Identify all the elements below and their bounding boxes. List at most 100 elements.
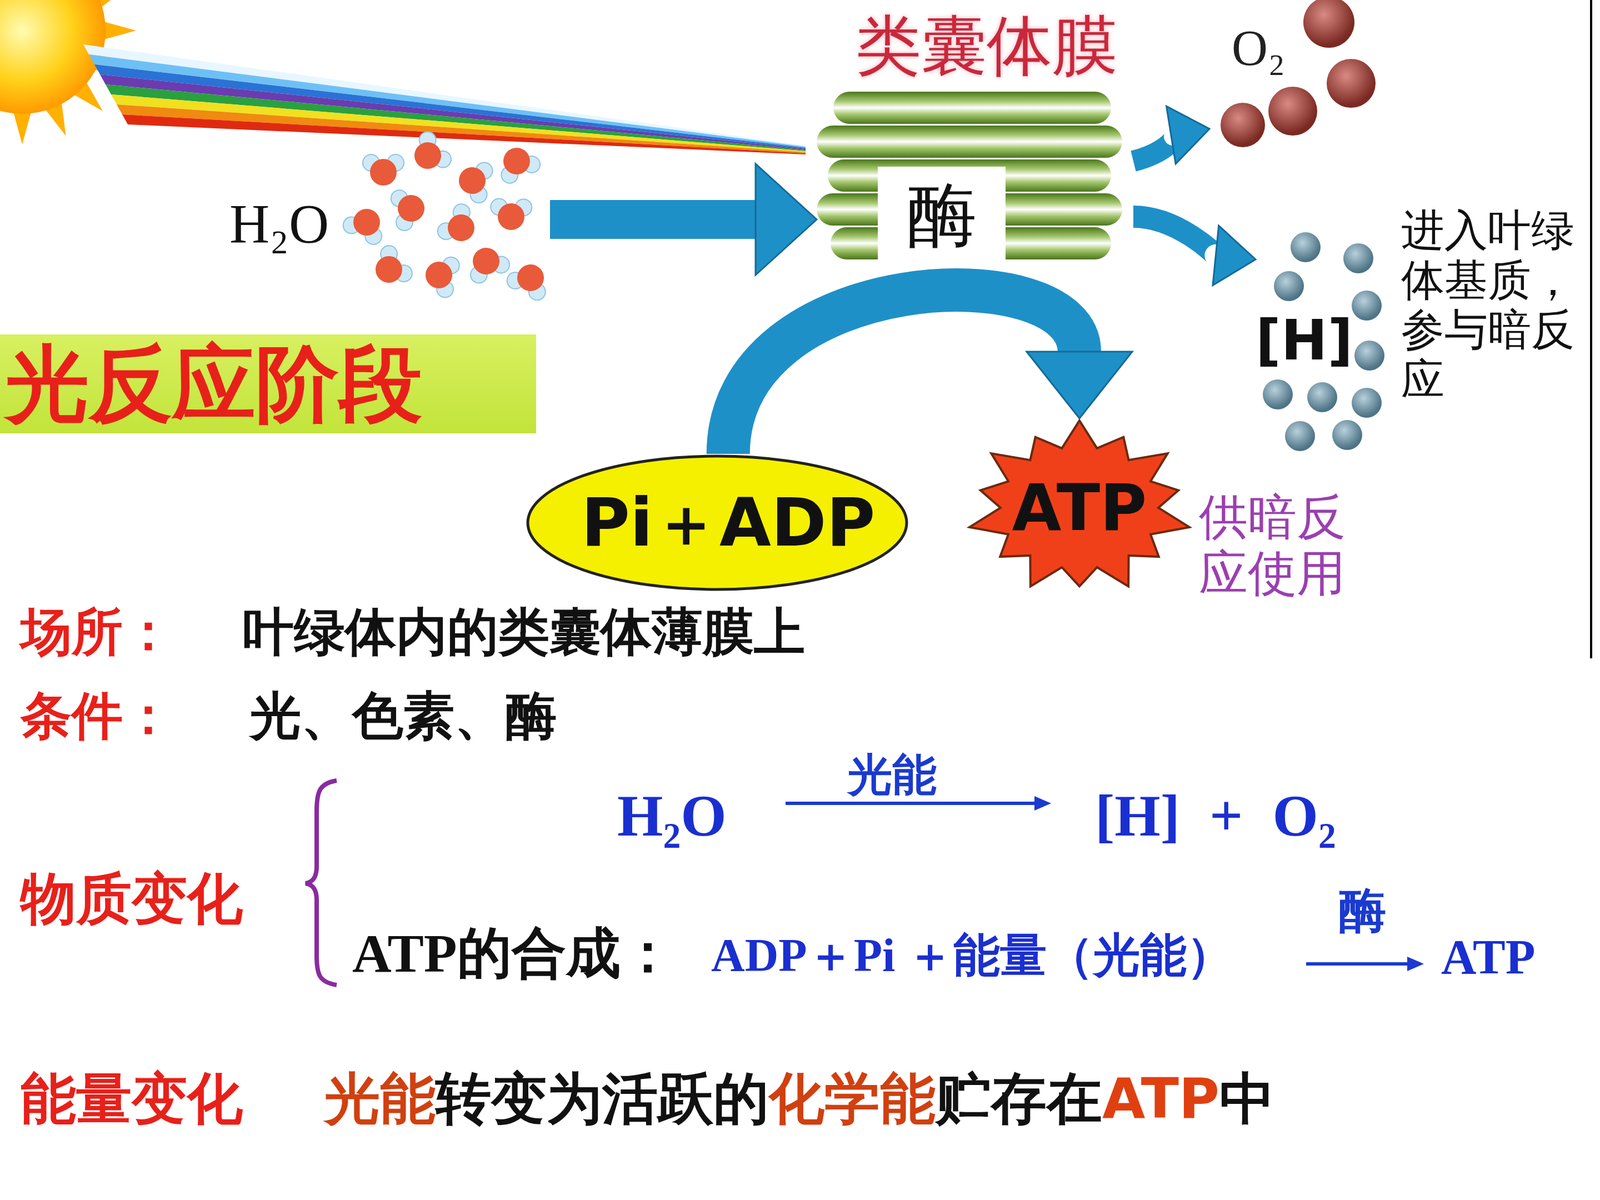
stage-title: 光反应阶段 (0, 336, 423, 433)
arrow-head (1166, 106, 1210, 164)
equation-heading: ATP的合成： (352, 922, 675, 985)
node: O₂ (1209, 0, 1378, 153)
row-heading: 能量变化 (20, 1066, 243, 1131)
water-molecule (492, 140, 543, 186)
energy-phrase: 贮存在 (935, 1066, 1103, 1131)
node: Pi＋ADP (525, 453, 932, 592)
water-molecule (362, 154, 404, 186)
oxygen-atom (395, 192, 427, 224)
node: ATP (964, 418, 1195, 598)
oxygen-atom (370, 250, 408, 288)
energy-phrase: 化学能 (768, 1066, 936, 1131)
row-text: 叶绿体内的类囊体薄膜上 (242, 602, 805, 662)
row-heading: 场所： (20, 602, 174, 662)
note: 供暗反应使用 (1198, 488, 1358, 602)
hydrogen-carrier (1290, 232, 1321, 263)
node: [H] (1255, 225, 1395, 453)
row-heading: 条件： (20, 686, 174, 746)
hydrogen-carrier (1351, 387, 1382, 418)
water-molecule (434, 200, 485, 253)
water-molecule (389, 185, 429, 233)
arrow-head (1212, 225, 1256, 285)
hydrogen-carrier (1273, 271, 1304, 302)
arrow-condition: 酶 (1338, 883, 1387, 938)
node: 光反应阶段 (0, 334, 537, 434)
oxygen-atom (498, 143, 535, 179)
hydrogen-carrier (1262, 379, 1293, 410)
oxygen-label: O₂ (1231, 19, 1285, 78)
hydrogen-carrier (1354, 340, 1385, 371)
oxygen-atom (497, 203, 525, 231)
star-outline (969, 420, 1190, 587)
reaction-arrow (785, 801, 1039, 805)
oxygen-atom (408, 136, 447, 174)
arrow-head (1034, 796, 1052, 811)
energy-sentence: 光能转变为活跃的化学能贮存在ATP中 (324, 1066, 1275, 1131)
atp-label: ATP (1012, 471, 1148, 545)
arrow-shaft (1133, 216, 1216, 256)
water-molecule (404, 128, 455, 180)
energy-phrase: 光能 (324, 1066, 436, 1131)
arrow-shaft (728, 290, 1080, 454)
flow-arrow (1133, 106, 1210, 164)
oxygen-atom (468, 243, 504, 279)
equation-term: H₂O (617, 782, 727, 850)
sun (0, 0, 106, 114)
water-molecule (365, 242, 415, 294)
thylakoid-disc (833, 91, 1112, 124)
hydrogen-carrier (1351, 290, 1382, 321)
oxygen-atom (422, 258, 455, 292)
equation-term: ATP (1441, 928, 1535, 985)
hydrogen-carrier (1343, 243, 1374, 274)
oxygen-atom (348, 204, 385, 240)
water-molecule (461, 240, 512, 286)
energy-phrase: 中 (1219, 1066, 1275, 1131)
water-molecule (490, 198, 533, 230)
light-band (116, 104, 806, 154)
hydrogen-carrier (1307, 382, 1338, 413)
frame-line (1590, 0, 1593, 659)
water-label: H₂O (229, 191, 329, 256)
enzyme-label: 酶 (877, 175, 1006, 255)
oxygen-atom (512, 260, 549, 297)
arrow-condition: 光能 (844, 752, 940, 798)
oxygen-molecule (1220, 102, 1265, 148)
reaction-arrow (1306, 962, 1412, 966)
oxygen-atom (442, 208, 480, 247)
reactant-label: Pi＋ADP (581, 484, 876, 562)
oxygen-molecule (1268, 86, 1318, 136)
water-molecule (454, 157, 494, 205)
arrow-shaft (550, 200, 756, 239)
water-molecule (503, 256, 555, 304)
note: 进入叶绿体基质，参与暗反应 (1401, 205, 1585, 405)
enzyme-panel (877, 166, 1006, 262)
oxygen-atom (370, 158, 397, 186)
node: 类囊体膜酶 (816, 91, 1134, 262)
light-beam (83, 44, 806, 155)
equation-term: [H] + O₂ (1095, 782, 1337, 850)
node: H₂O (222, 138, 550, 300)
hydrogen-carrier (1285, 421, 1315, 452)
energy-phrase: 转变为活跃的 (435, 1066, 769, 1131)
oxygen-molecule (1326, 58, 1376, 108)
row-text: 光、色素、酶 (250, 686, 557, 746)
oxygen-molecule (1303, 0, 1355, 48)
membrane-title: 类囊体膜 (855, 8, 1118, 84)
arrow-head (1407, 956, 1424, 972)
flow-arrow (1133, 216, 1256, 286)
arrow-shaft (1133, 135, 1175, 162)
light-band (122, 114, 806, 155)
ellipse-outline (527, 456, 907, 590)
oxygen-atom (456, 164, 489, 197)
arrow-head (755, 163, 817, 275)
flow-arrow (550, 163, 817, 275)
water-molecule (421, 251, 462, 299)
energy-phrase: ATP (1102, 1066, 1220, 1131)
equation-term: ADP＋Pi ＋能量（光能） (711, 928, 1234, 983)
brace (305, 780, 337, 985)
water-molecule (340, 201, 392, 248)
thylakoid-disc (816, 125, 1123, 158)
